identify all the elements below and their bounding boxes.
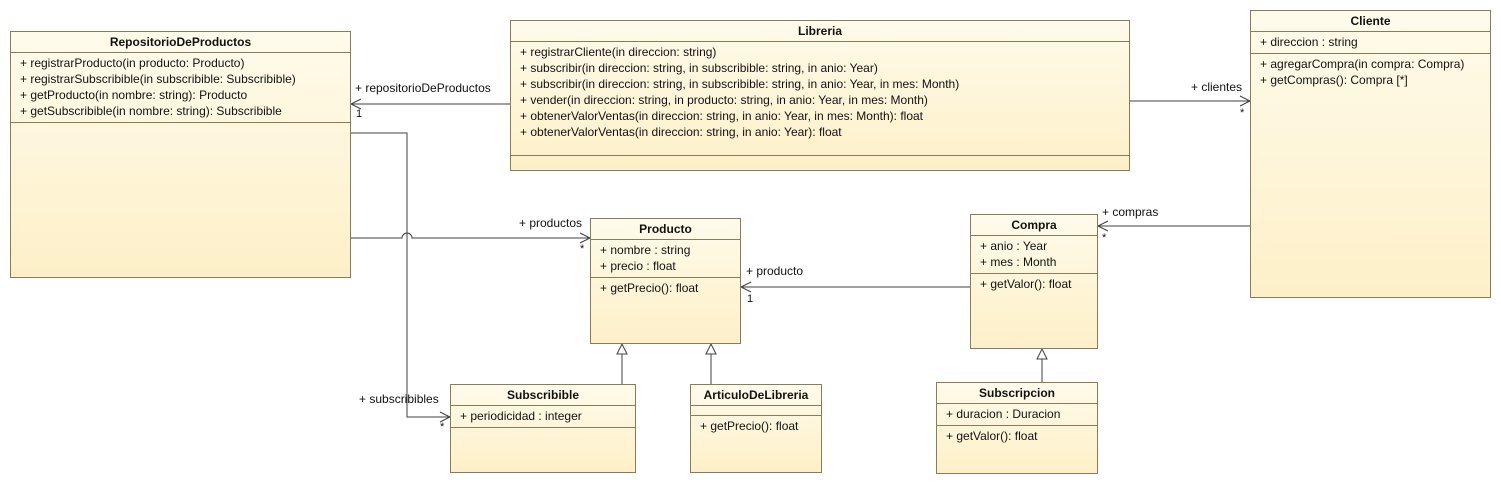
- arrowhead-compra-producto: [739, 281, 752, 293]
- empty-compartment: [11, 123, 350, 134]
- attribute: + anio : Year: [980, 239, 1048, 253]
- arrowhead-repositorio: [349, 98, 362, 110]
- operation: + registrarCliente(in direccion: string): [520, 45, 717, 59]
- class-name: ArticuloDeLibreria: [691, 385, 821, 406]
- operations-compartment: + getValor(): float: [937, 426, 1097, 447]
- gen-triangle-subscripcion: [1036, 347, 1048, 360]
- gen-triangle-articulo: [705, 342, 717, 355]
- role-subscribibles: + subscribibles: [359, 392, 439, 406]
- attributes-compartment: + direccion : string: [1251, 32, 1490, 54]
- operations-compartment: + getPrecio(): float: [691, 416, 821, 437]
- multiplicity-productos: *: [580, 243, 585, 255]
- class-name: Producto: [591, 219, 740, 240]
- operations-compartment: [451, 428, 635, 433]
- operations-compartment: + getValor(): float: [971, 274, 1097, 295]
- operation: + vender(in direccion: string, in produc…: [520, 93, 928, 107]
- operation: + getPrecio(): float: [700, 419, 799, 433]
- operation: + obtenerValorVentas(in direccion: strin…: [520, 109, 924, 123]
- operations-compartment: + registrarCliente(in direccion: string)…: [511, 42, 1129, 156]
- operations-compartment: + agregarCompra(in compra: Compra) + get…: [1251, 54, 1490, 91]
- operation: + getCompras(): Compra [*]: [1260, 73, 1408, 87]
- edge-repositorio-subscribible: [351, 132, 450, 418]
- multiplicity-subscribibles: *: [440, 421, 445, 433]
- role-producto: + producto: [746, 264, 804, 278]
- class-subscripcion[interactable]: Subscripcion + duracion : Duracion + get…: [936, 382, 1098, 474]
- operation: + registrarSubscribible(in subscribible:…: [20, 72, 296, 86]
- role-productos: + productos: [519, 216, 583, 230]
- attributes-compartment: [691, 406, 821, 416]
- class-subscribible[interactable]: Subscribible + periodicidad : integer: [450, 384, 636, 473]
- operation: + getValor(): float: [946, 429, 1038, 443]
- role-repositorio-de-productos: + repositorioDeProductos: [355, 81, 491, 95]
- attributes-compartment: + duracion : Duracion: [937, 404, 1097, 426]
- operation: + getProducto(in nombre: string): Produc…: [20, 88, 248, 102]
- class-name: Libreria: [511, 21, 1129, 42]
- operations-compartment: + getPrecio(): float: [591, 278, 740, 299]
- class-name: RepositorioDeProductos: [11, 32, 350, 53]
- multiplicity-compras: *: [1102, 232, 1107, 244]
- attribute: + periodicidad : integer: [460, 409, 582, 423]
- operation: + registrarProducto(in producto: Product…: [20, 56, 245, 70]
- multiplicity-repositorio: 1: [356, 108, 363, 120]
- class-repositorio-de-productos[interactable]: RepositorioDeProductos + registrarProduc…: [10, 31, 351, 278]
- operation: + getValor(): float: [980, 277, 1072, 291]
- empty-compartment: [511, 156, 1129, 161]
- attribute: + duracion : Duracion: [946, 407, 1061, 421]
- operation: + subscribir(in direccion: string, in su…: [520, 77, 960, 91]
- class-libreria[interactable]: Libreria + registrarCliente(in direccion…: [510, 20, 1130, 171]
- role-compras: + compras: [1102, 205, 1159, 219]
- operations-compartment: + registrarProducto(in producto: Product…: [11, 53, 350, 123]
- attributes-compartment: + nombre : string + precio : float: [591, 240, 740, 278]
- edge-repositorio-producto: [351, 232, 590, 239]
- attribute: + mes : Month: [980, 255, 1057, 269]
- operation: + getPrecio(): float: [600, 281, 699, 295]
- class-compra[interactable]: Compra + anio : Year + mes : Month + get…: [970, 214, 1098, 349]
- class-producto[interactable]: Producto + nombre : string + precio : fl…: [590, 218, 741, 344]
- class-name: Subscribible: [451, 385, 635, 406]
- arrowhead-compra: [1096, 220, 1109, 232]
- operation: + subscribir(in direccion: string, in su…: [520, 61, 878, 75]
- class-name: Cliente: [1251, 11, 1490, 32]
- attributes-compartment: + anio : Year + mes : Month: [971, 236, 1097, 274]
- class-cliente[interactable]: Cliente + direccion : string + agregarCo…: [1250, 10, 1491, 298]
- multiplicity-clientes: *: [1240, 107, 1245, 119]
- class-name: Compra: [971, 215, 1097, 236]
- gen-triangle-subscribible: [616, 342, 628, 355]
- operation: + agregarCompra(in compra: Compra): [1260, 57, 1465, 71]
- multiplicity-producto: 1: [747, 293, 754, 305]
- class-articulo-de-libreria[interactable]: ArticuloDeLibreria + getPrecio(): float: [690, 384, 822, 473]
- operation: + obtenerValorVentas(in direccion: strin…: [520, 125, 842, 139]
- attribute: + precio : float: [600, 259, 676, 273]
- class-name: Subscripcion: [937, 383, 1097, 404]
- attributes-compartment: + periodicidad : integer: [451, 406, 635, 428]
- role-clientes: + clientes: [1191, 80, 1243, 94]
- attribute: + direccion : string: [1260, 35, 1358, 49]
- operation: + getSubscribible(in nombre: string): Su…: [20, 104, 282, 118]
- attribute: + nombre : string: [600, 243, 691, 257]
